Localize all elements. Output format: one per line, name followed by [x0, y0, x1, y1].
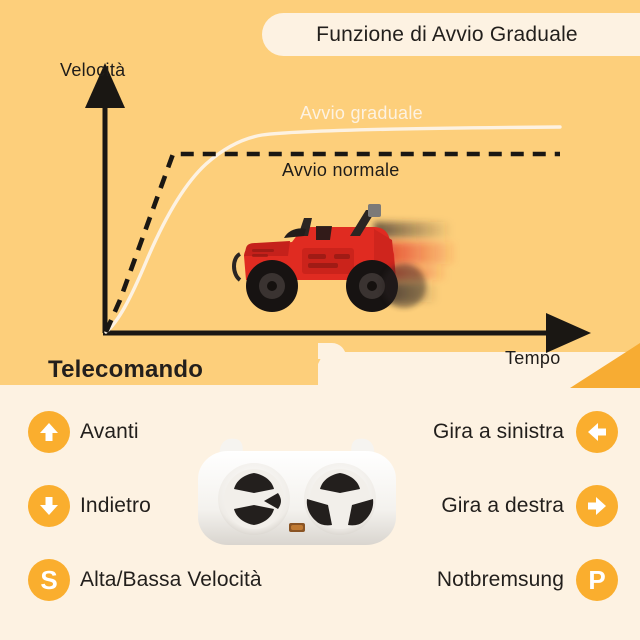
series-avvio-graduale — [104, 125, 562, 334]
control-label: Avanti — [80, 420, 139, 443]
divider-notch — [318, 343, 346, 359]
remote-section-heading: Telecomando — [48, 356, 204, 383]
arrow-left-icon[interactable] — [576, 411, 618, 453]
control-indietro[interactable]: Indietro — [28, 484, 151, 528]
control-label: Gira a sinistra — [432, 420, 564, 443]
start-up-chart — [85, 63, 591, 353]
control-label: Notbremsung — [436, 568, 564, 591]
remote-control-image — [192, 437, 402, 555]
x-axis-label: Tempo — [505, 348, 561, 368]
control-alta-bassa-velocita[interactable]: S Alta/Bassa Velocità — [28, 558, 262, 602]
control-gira-a-destra[interactable]: Gira a destra — [441, 484, 618, 528]
control-label: Indietro — [80, 494, 151, 517]
control-avanti[interactable]: Avanti — [28, 410, 139, 454]
control-notbremsung[interactable]: P Notbremsung — [437, 558, 618, 602]
control-label: Alta/Bassa Velocità — [80, 568, 262, 591]
remote-left-pad-buttons — [234, 473, 281, 525]
series-label-gradual: Avvio graduale — [300, 103, 423, 123]
letter-s-icon[interactable]: S — [28, 559, 70, 601]
series-label-normal: Avvio normale — [282, 160, 400, 180]
car-rollbar — [284, 204, 381, 240]
ride-on-car-graphic — [232, 204, 458, 312]
control-label: Gira a destra — [441, 494, 564, 517]
arrow-up-icon[interactable] — [28, 411, 70, 453]
ride-on-car-image — [224, 196, 460, 324]
control-gira-a-sinistra[interactable]: Gira a sinistra — [433, 410, 618, 454]
page-title: Funzione di Avvio Graduale — [316, 22, 578, 46]
car-wheels — [246, 260, 398, 312]
remote-control-graphic — [198, 438, 396, 545]
y-axis-label: Velocità — [60, 60, 126, 80]
series-avvio-normale — [103, 151, 560, 333]
page-title-banner: Funzione di Avvio Graduale — [262, 13, 640, 56]
letter-p-icon[interactable]: P — [576, 559, 618, 601]
arrow-down-icon[interactable] — [28, 485, 70, 527]
remote-right-pad-buttons — [306, 473, 374, 526]
arrow-right-icon[interactable] — [576, 485, 618, 527]
